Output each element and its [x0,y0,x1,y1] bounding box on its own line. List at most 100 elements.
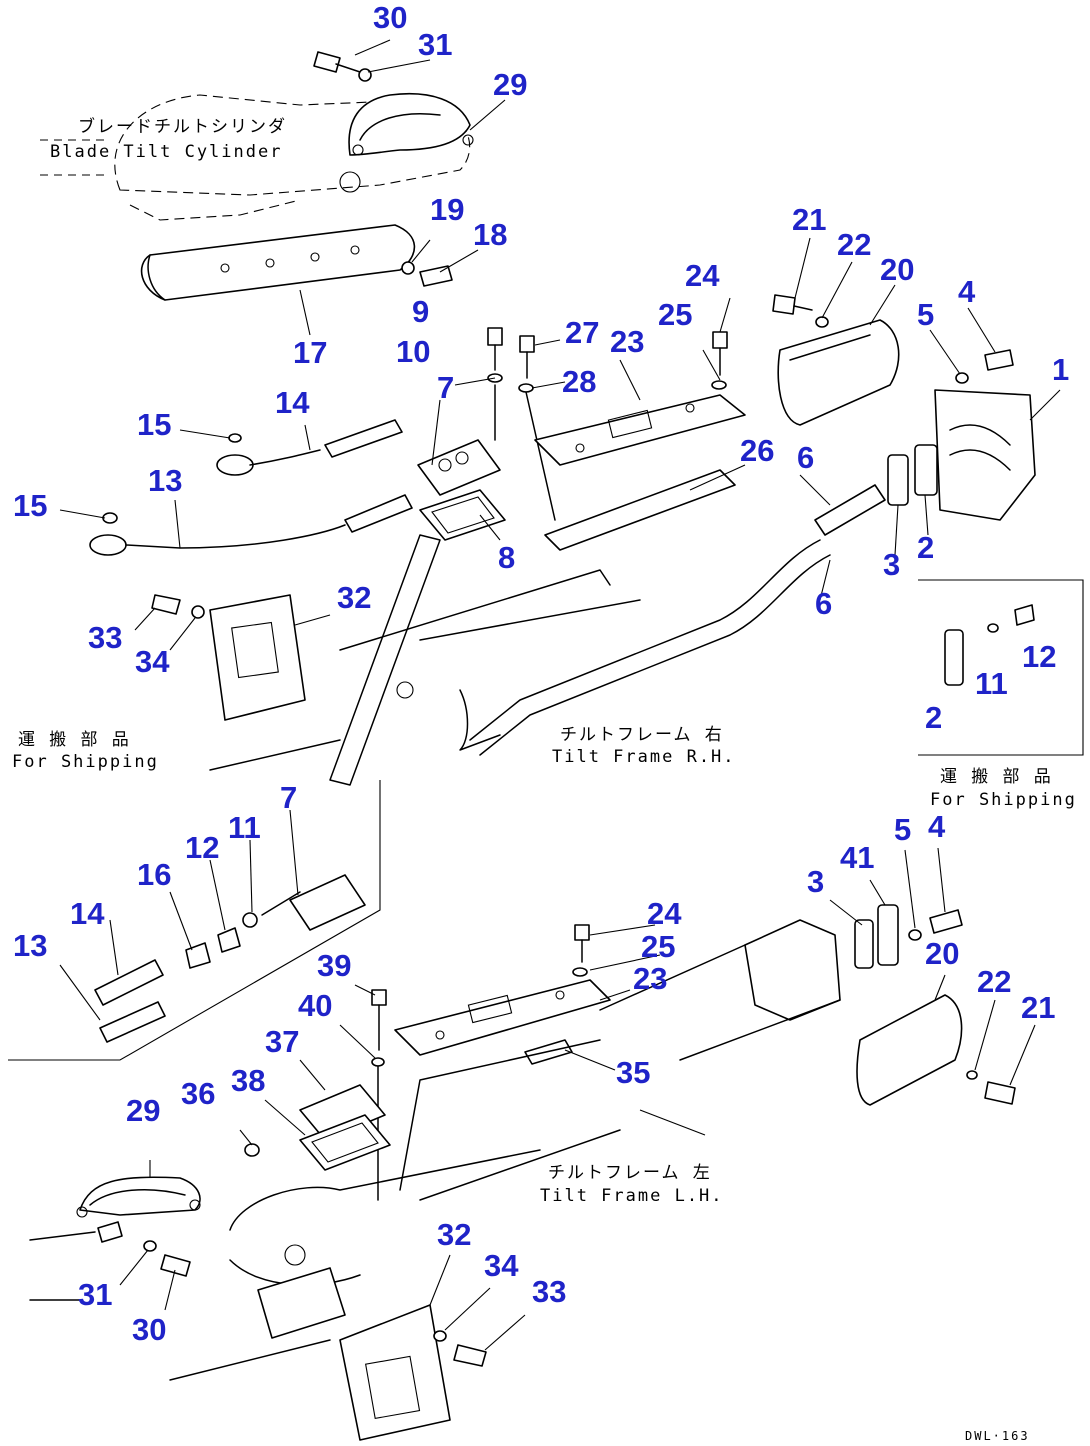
callout-8: 8 [498,540,515,575]
callout-11: 11 [228,810,261,845]
tilt-frame-rh-outline [209,534,641,786]
part-30-31-bolt-lower [97,1221,191,1277]
part-39-40-bolt [371,989,387,1201]
part-2-3-plates-upper [887,444,938,506]
caption-shipping-left-jp: 運 搬 部 品 [18,730,131,750]
tilt-frame-lh-outline [29,1039,621,1381]
part-13-hose-upper [89,494,413,556]
part-21-22-bolt-upper [772,294,829,328]
caption-shipping-left-en: For Shipping [12,752,159,772]
callout-26: 26 [740,433,774,468]
part-4-5-bolt-lower [908,909,963,941]
part-13-14-hose-lower [94,959,166,1043]
callout-38: 38 [231,1063,265,1098]
part-23-guard-lower [394,979,611,1056]
callout-11: 11 [975,666,1008,701]
callout-16: 16 [137,857,171,892]
callout-29: 29 [126,1093,160,1128]
callout-20: 20 [880,252,914,287]
caption-tilt-frame-lh-jp: チルトフレーム 左 [548,1163,712,1183]
part-15-plug [102,433,242,524]
part-24-25-bolt-upper [711,331,728,390]
callout-7: 7 [437,370,454,405]
callout-13: 13 [13,928,47,963]
callout-25: 25 [641,929,675,964]
part-26-plate [544,469,736,551]
callout-17: 17 [293,335,327,370]
caption-blade-tilt-en: Blade Tilt Cylinder [50,142,282,162]
callout-numbers: 30 31 29 19 18 17 9 27 10 28 23 7 14 15 … [13,0,1069,1347]
part-1-frame-bracket [934,389,1036,521]
part-32-shipping-block-lower [339,1304,451,1441]
callout-28: 28 [562,364,596,399]
caption-tilt-frame-rh-en: Tilt Frame R.H. [552,747,736,767]
callout-12: 12 [1022,639,1056,674]
callout-23: 23 [610,324,644,359]
callout-1: 1 [1052,352,1069,387]
callout-27: 27 [565,315,599,350]
caption-blade-tilt-jp: ブレードチルトシリンダ [78,116,287,137]
callout-34: 34 [484,1248,519,1283]
callout-20: 20 [925,936,959,971]
shipping-inset-box [918,579,1084,756]
part-29-guard-upper [348,93,474,156]
leader-lines-upper [59,39,1061,651]
callout-24: 24 [647,896,682,931]
caption-tilt-frame-rh-jp: チルトフレーム 右 [560,725,724,745]
lower-frame-box-left [8,780,381,1061]
part-17-cylinder-cover [140,224,416,301]
callout-32: 32 [337,580,371,615]
callout-3: 3 [883,547,900,582]
caption-tilt-frame-lh-en: Tilt Frame L.H. [540,1186,724,1206]
leader-lines-lower [59,809,1036,1351]
callout-5: 5 [894,812,911,847]
part-33-34-bolt-upper [151,594,205,619]
callout-35: 35 [616,1055,650,1090]
part-27-28-bolt [518,335,556,521]
callout-30: 30 [373,0,407,35]
captions: ブレードチルトシリンダ Blade Tilt Cylinder 運 搬 部 品 … [12,116,1077,1443]
callout-41: 41 [840,840,874,875]
blade-tilt-cylinder-phantom [40,94,471,221]
callout-5: 5 [917,297,934,332]
callout-3: 3 [807,864,824,899]
callout-23: 23 [633,961,667,996]
drawing-number: DWL·163 [965,1429,1030,1443]
callout-7: 7 [280,780,297,815]
part-36-plug [244,1143,260,1157]
part-6-fittings [469,484,886,756]
part-8-gasket [419,489,506,541]
callout-21: 21 [792,202,826,237]
part-24-25-bolt-lower [572,924,590,977]
part-14-hose-upper [216,419,403,476]
callout-18: 18 [473,217,507,252]
callout-40: 40 [298,988,332,1023]
callout-37: 37 [265,1024,299,1059]
callout-4: 4 [928,809,946,844]
part-3-41-plates-lower [854,904,899,969]
callout-31: 31 [418,27,452,62]
part-23-guard-upper [534,394,746,466]
callout-2: 2 [925,700,942,735]
part-29-guard-lower [76,1176,201,1218]
callout-10: 10 [396,334,430,369]
callout-22: 22 [977,964,1011,999]
part-20-bracket-lower [856,994,963,1106]
callout-15: 15 [13,488,47,523]
part-33-34-bolt-lower [433,1330,487,1367]
callout-25: 25 [658,297,692,332]
part-37-cover [299,1084,386,1141]
callout-30: 30 [132,1312,166,1347]
callout-21: 21 [1021,990,1055,1025]
callout-31: 31 [78,1277,112,1312]
part-38-gasket [299,1114,391,1171]
callout-33: 33 [88,620,122,655]
part-7-cover-plate-upper [417,439,501,496]
callout-13: 13 [148,463,182,498]
caption-shipping-right-en: For Shipping [930,790,1077,810]
part-32-shipping-block-upper [209,594,306,721]
callout-14: 14 [70,896,105,931]
callout-12: 12 [185,830,219,865]
